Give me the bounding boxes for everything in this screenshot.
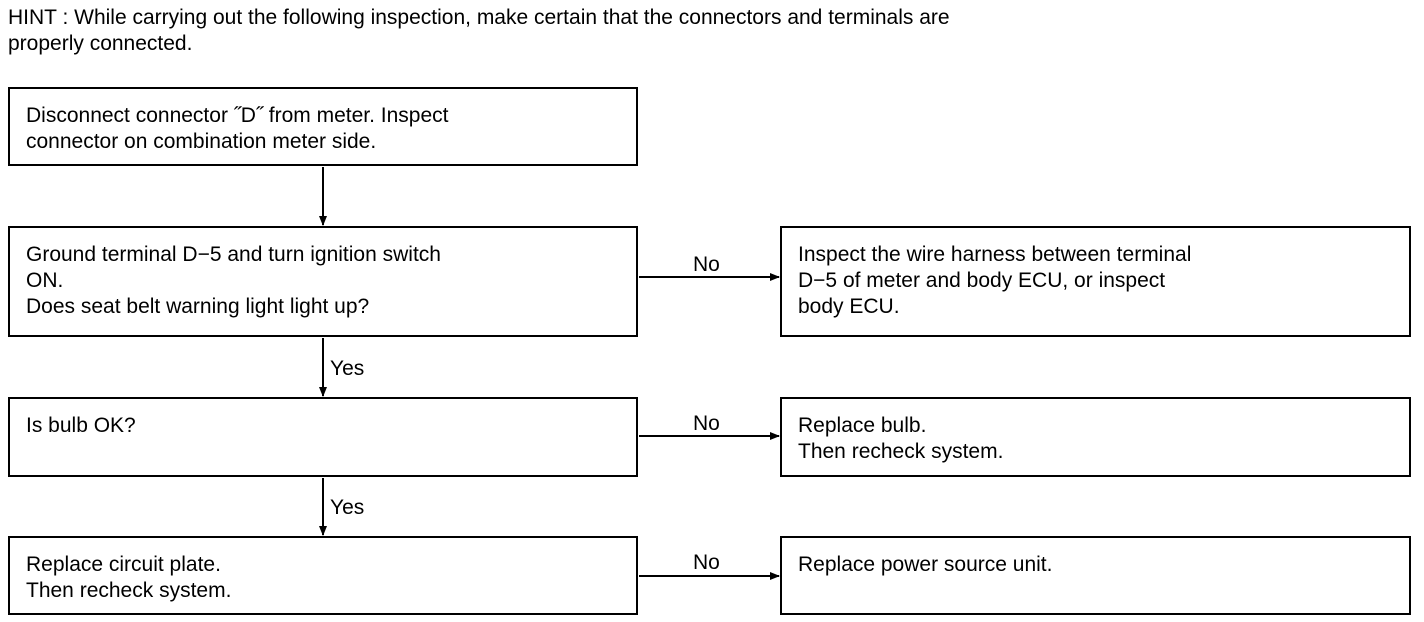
step-2-box: Ground terminal D−5 and turn ignition sw…	[8, 226, 638, 337]
yes-label-1: Yes	[330, 357, 365, 380]
result-3-box: Replace power source unit.	[780, 536, 1411, 615]
step-3-box: Is bulb OK?	[8, 397, 638, 477]
yes-label-2: Yes	[330, 496, 365, 519]
result-2-box: Replace bulb. Then recheck system.	[780, 397, 1411, 477]
no-label-2: No	[693, 412, 720, 435]
no-label-1: No	[693, 253, 720, 276]
no-label-3: No	[693, 551, 720, 574]
step-1-box: Disconnect connector ˝D˝ from meter. Ins…	[8, 87, 638, 166]
step-4-box: Replace circuit plate. Then recheck syst…	[8, 536, 638, 615]
result-1-box: Inspect the wire harness between termina…	[780, 226, 1411, 337]
hint-text: HINT : While carrying out the following …	[8, 6, 950, 55]
